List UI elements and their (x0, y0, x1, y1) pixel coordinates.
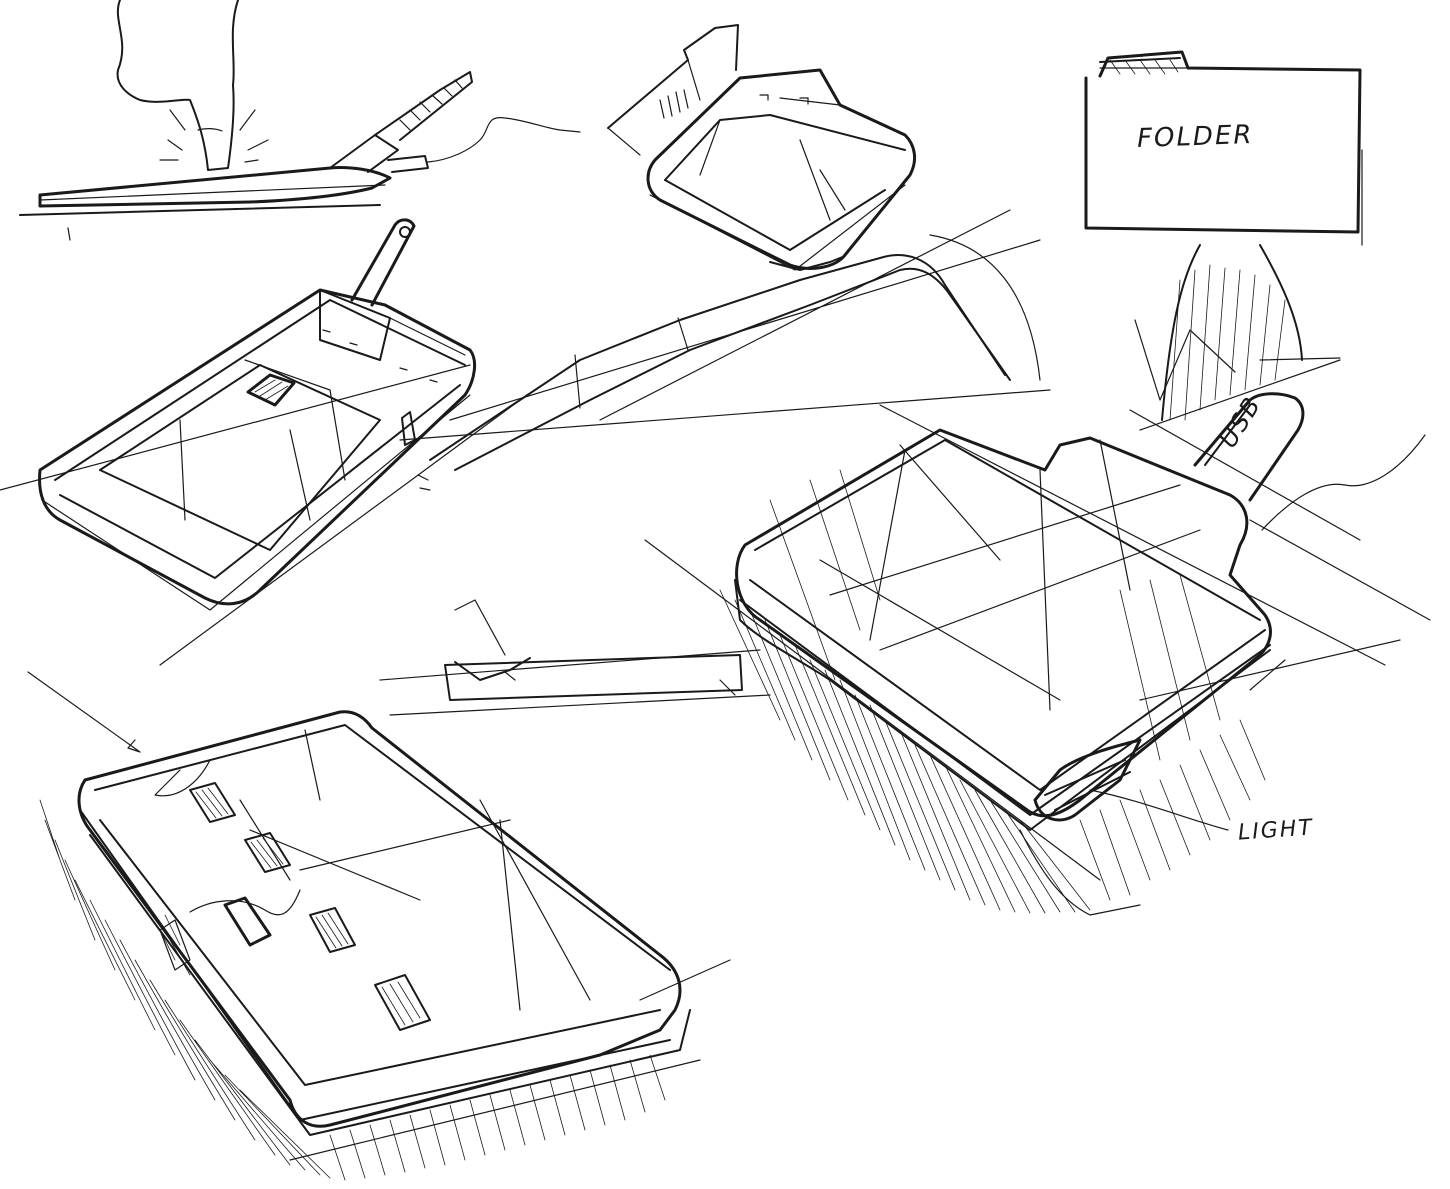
sketch-small-device (607, 24, 917, 271)
sketch-large-device (644, 392, 1431, 916)
sketch-finger-press (19, 0, 581, 241)
sketch-cable (399, 209, 1051, 471)
sketch-folder-arrow (1134, 244, 1341, 431)
sketch-thin-slab (379, 599, 771, 716)
sketch-device-with-usb (0, 218, 521, 666)
light-label: LIGHT (1237, 815, 1315, 846)
folder-label: FOLDER (1136, 119, 1254, 155)
sketch-folder-icon (1084, 50, 1363, 246)
sketch-bottom-device (27, 671, 731, 1181)
